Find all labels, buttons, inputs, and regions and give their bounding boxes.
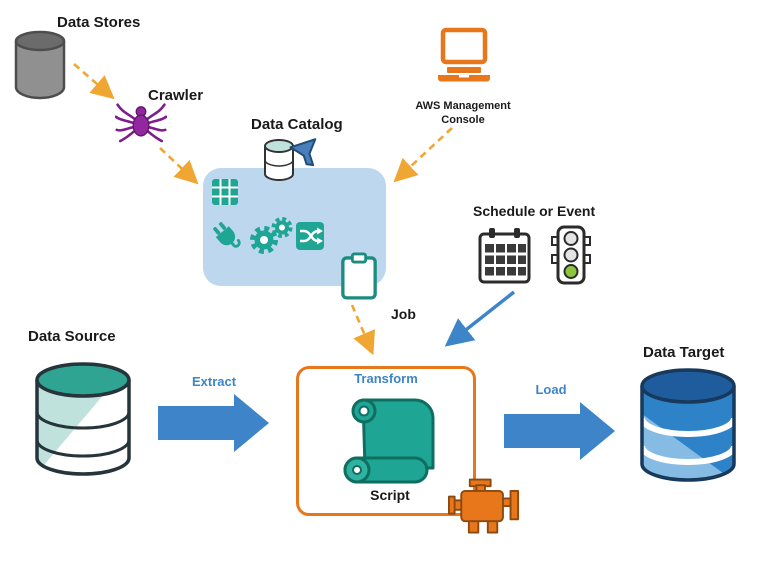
dashed-arrow-crawler-to-catalog [159, 147, 199, 185]
data-stores-cylinder-icon [14, 30, 66, 100]
transform-label: Transform [354, 371, 418, 386]
dashed-arrow-job-to-transform [350, 304, 375, 356]
extract-label: Extract [191, 374, 237, 389]
engine-icon [448, 477, 520, 537]
job-label: Job [391, 306, 416, 322]
scroll-script-icon [331, 388, 445, 488]
data-catalog-label: Data Catalog [251, 116, 343, 133]
script-label: Script [370, 487, 410, 503]
spider-icon [115, 100, 167, 144]
traffic-light-icon [551, 225, 591, 286]
crawler-label: Crawler [148, 87, 204, 104]
dashed-arrow-stores-to-crawler [73, 63, 115, 100]
data-stores-label: Data Stores [57, 14, 141, 31]
blue-arrow-schedule-to-job [444, 290, 516, 347]
catalog-database-funnel-icon [262, 138, 324, 186]
load-block-arrow [504, 402, 615, 460]
table-grid-icon [211, 178, 239, 206]
clipboard-icon [340, 252, 378, 300]
load-label: Load [535, 382, 567, 397]
data-target-label: Data Target [643, 344, 725, 361]
data-source-cylinder-icon [33, 360, 133, 478]
schedule-or-event-label: Schedule or Event [473, 203, 596, 219]
plug-icon [209, 219, 243, 253]
gears-icon [249, 215, 293, 255]
extract-block-arrow [158, 394, 269, 452]
dashed-arrow-console-to-catalog [393, 127, 453, 183]
calendar-icon [478, 227, 531, 285]
data-source-label: Data Source [28, 328, 116, 345]
shuffle-icon [295, 221, 325, 251]
laptop-icon [437, 27, 491, 85]
data-target-cylinder-icon [638, 366, 738, 484]
aws-console-label: AWS Management Console [415, 100, 511, 127]
